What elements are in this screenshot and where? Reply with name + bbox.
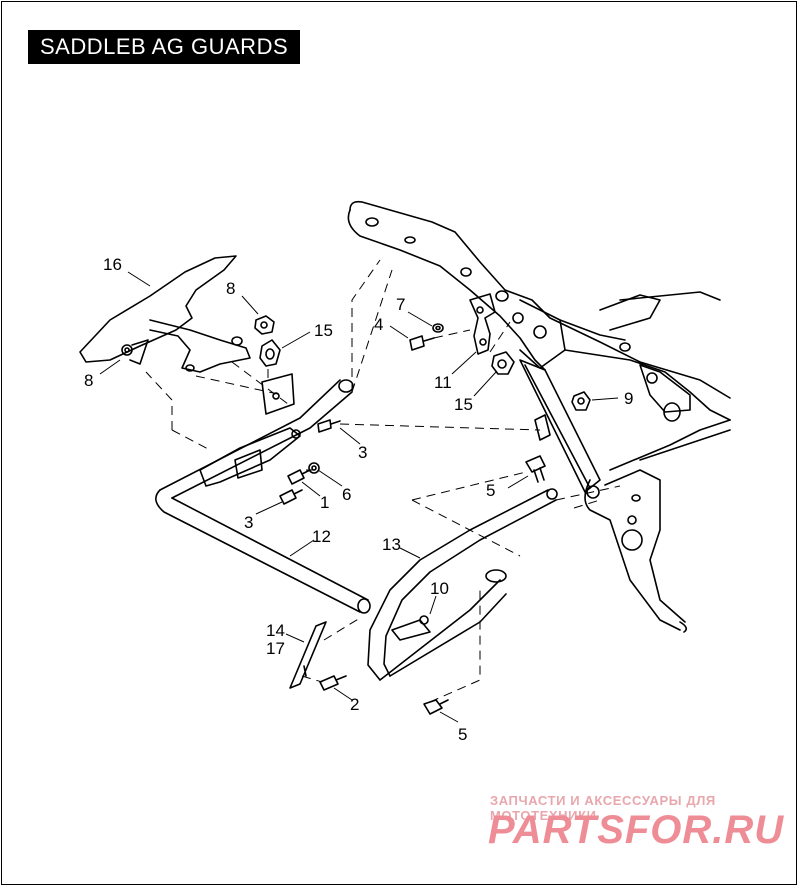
callout-4: 4	[374, 315, 383, 334]
page-title: SADDLEB AG GUARDS	[28, 30, 301, 64]
callout-16: 16	[103, 255, 122, 274]
callout-14: 14	[266, 621, 285, 640]
bolt-5-lower	[423, 699, 449, 715]
callout-8-upper: 8	[226, 279, 235, 298]
alignment-lines	[145, 259, 621, 703]
bolt-5-upper	[525, 455, 546, 483]
callout-5-lower: 5	[458, 725, 467, 744]
guard-rail-12	[155, 379, 371, 614]
mount-plate	[261, 373, 295, 415]
callout-6: 6	[342, 485, 351, 504]
screw-3-lower	[279, 489, 303, 505]
screw-2	[319, 675, 347, 691]
callout-8-lower: 8	[84, 371, 93, 390]
screw-4	[409, 335, 435, 351]
nut-9	[571, 391, 591, 411]
callout-3-upper: 3	[358, 443, 367, 462]
callout-9: 9	[624, 389, 633, 408]
callout-5-upper: 5	[486, 481, 495, 500]
callout-10: 10	[430, 579, 449, 598]
callout-1: 1	[320, 493, 329, 512]
washer-6	[308, 462, 320, 474]
callout-15-left: 15	[314, 321, 333, 340]
callout-13: 13	[382, 535, 401, 554]
leader-lines	[99, 271, 619, 723]
frame-rail	[347, 200, 731, 422]
clip-nut-15-left	[259, 339, 281, 367]
callout-11: 11	[434, 373, 452, 392]
callout-12: 12	[312, 527, 331, 546]
clip-nut-15-right	[491, 351, 515, 375]
callout-2: 2	[350, 695, 359, 714]
nut-8-upper	[254, 315, 275, 335]
trim-strip-14-17	[289, 621, 327, 689]
callout-15-right: 15	[454, 395, 473, 414]
frame-downtube	[519, 359, 731, 633]
upper-bracket	[79, 255, 251, 373]
watermark-logo: PARTSFOR.RU	[488, 808, 785, 852]
watermark-tagline: ЗАПЧАСТИ И АКСЕССУАРЫ ДЛЯ МОТОТЕХНИКИ	[490, 793, 716, 823]
guard-13	[367, 488, 558, 681]
screw-1	[287, 469, 311, 485]
screw-3-upper	[317, 419, 341, 433]
callout-labels: 16 8 8 15 7 4 11 15 9 3 6 1 3 5 12 13 10…	[84, 255, 633, 744]
bracket-11	[469, 293, 496, 355]
callout-7: 7	[396, 295, 405, 314]
callout-17: 17	[266, 639, 285, 658]
washer-7	[432, 323, 444, 333]
callout-3-lower: 3	[244, 513, 253, 532]
